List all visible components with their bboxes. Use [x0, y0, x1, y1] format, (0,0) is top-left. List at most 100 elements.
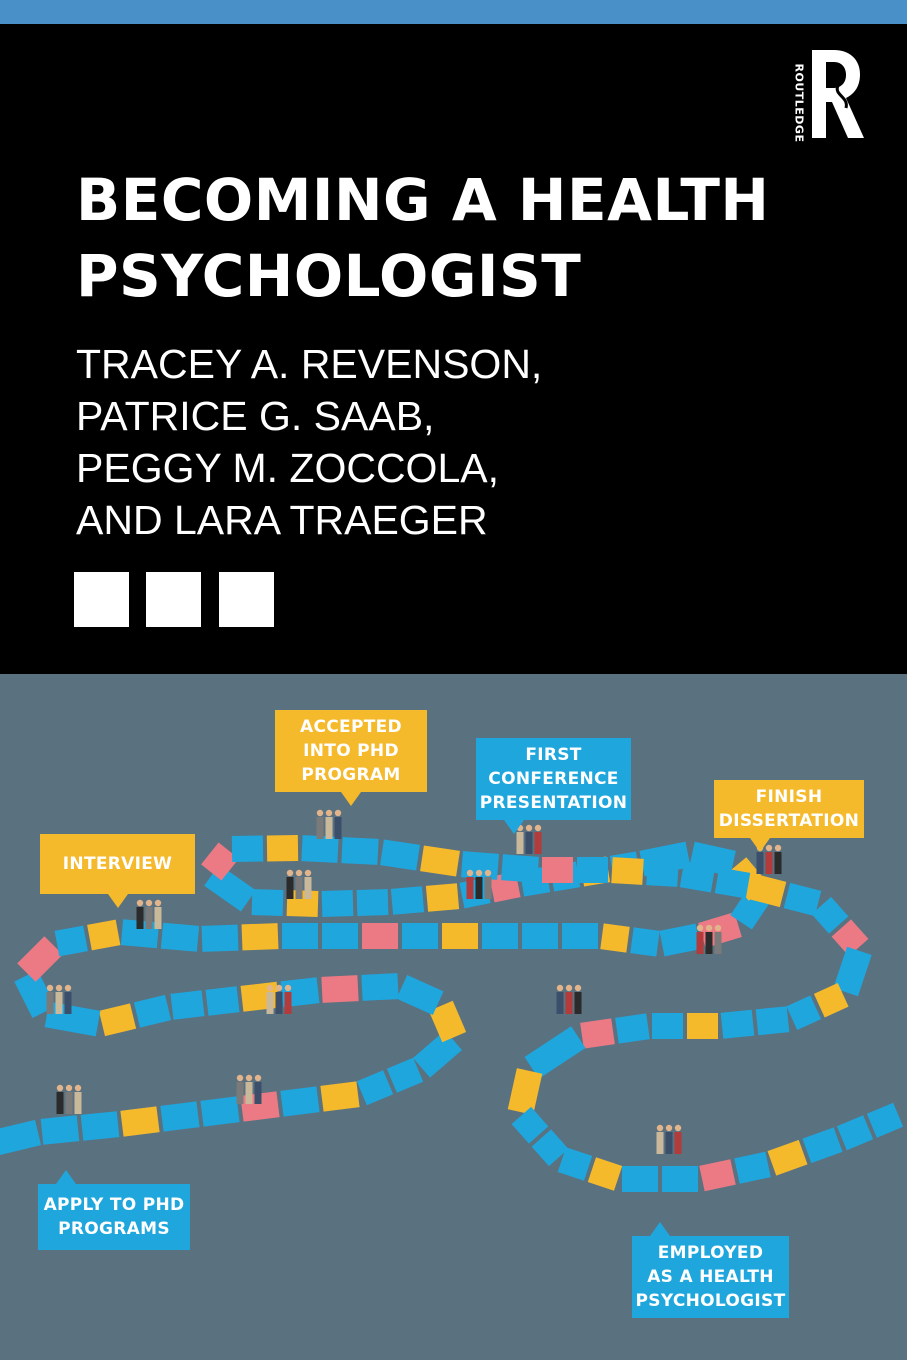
- path-tile: [557, 1147, 593, 1181]
- path-tile: [54, 925, 88, 957]
- path-tile: [133, 994, 172, 1028]
- person-figure: [65, 1084, 73, 1114]
- person-figure: [245, 1074, 253, 1104]
- person-figure: [656, 1124, 664, 1154]
- path-tile: [420, 845, 460, 877]
- callout-interview: INTERVIEW: [40, 834, 195, 908]
- path-tile: [120, 1106, 160, 1137]
- person-figure: [696, 924, 704, 954]
- person-figure: [266, 984, 274, 1014]
- path-tile: [501, 854, 539, 883]
- person-figure: [665, 1124, 673, 1154]
- path-tile: [321, 975, 359, 1003]
- person-figure: [145, 899, 153, 929]
- path-tile: [17, 936, 63, 982]
- top-stripe: [0, 0, 907, 24]
- path-tile: [720, 1009, 755, 1039]
- path-tile: [98, 1003, 137, 1037]
- winding-path: [0, 835, 904, 1192]
- path-tile: [160, 1101, 200, 1132]
- path-tile: [160, 922, 200, 952]
- person-figure: [295, 869, 303, 899]
- person-figure: [64, 984, 72, 1014]
- person-figure: [574, 984, 582, 1014]
- path-tile: [507, 1068, 543, 1115]
- path-tile: [714, 867, 751, 899]
- path-tile: [511, 1106, 549, 1144]
- path-tile: [813, 982, 849, 1018]
- path-tile: [396, 974, 444, 1016]
- path-tile: [200, 1096, 240, 1127]
- person-figure: [56, 1084, 64, 1114]
- path-tile: [301, 835, 339, 863]
- decorative-square: [146, 572, 201, 627]
- path-tile: [201, 924, 239, 952]
- title-panel: [0, 24, 907, 674]
- person-figure: [304, 869, 312, 899]
- path-tile: [201, 842, 239, 881]
- person-figure: [475, 869, 483, 899]
- person-figure: [325, 809, 333, 839]
- path-tile: [687, 1013, 718, 1039]
- path-tile: [836, 1115, 874, 1151]
- author-4: AND LARA TRAEGER: [76, 497, 488, 543]
- path-tile: [241, 923, 279, 951]
- path-tile: [522, 923, 558, 949]
- path-tile: [600, 923, 630, 953]
- person-figure: [674, 1124, 682, 1154]
- person-figure: [284, 984, 292, 1014]
- path-tile: [482, 923, 518, 949]
- path-tile: [783, 882, 822, 917]
- person-figure: [774, 844, 782, 874]
- person-figure: [565, 984, 573, 1014]
- path-tile: [562, 923, 598, 949]
- publisher-name: ROUTLEDGE: [792, 63, 806, 143]
- callout-finish-dissertation: FINISH DISSERTATION: [714, 780, 864, 852]
- path-tile: [266, 835, 299, 862]
- path-tile: [646, 859, 679, 887]
- person-figure: [525, 824, 533, 854]
- path-tile: [380, 839, 420, 871]
- person-figure: [154, 899, 162, 929]
- book-title: BECOMING A HEALTH PSYCHOLOGIST: [76, 162, 856, 314]
- path-tile: [251, 889, 284, 916]
- path-tile: [322, 923, 358, 949]
- path-tile: [587, 1157, 623, 1191]
- path-tile: [413, 1030, 462, 1078]
- path-tile: [767, 1139, 808, 1176]
- path-tile: [442, 923, 478, 949]
- callout-employed: EMPLOYED AS A HEALTH PSYCHOLOGIST: [632, 1222, 789, 1318]
- path-tile: [320, 1081, 360, 1112]
- decorative-square: [74, 572, 129, 627]
- routledge-r-profile-icon: [812, 50, 864, 138]
- path-tile: [679, 861, 716, 893]
- path-tile: [748, 873, 787, 908]
- path-tile: [524, 1026, 586, 1079]
- path-tile: [0, 1119, 42, 1157]
- path-tile: [611, 857, 644, 885]
- person-figure: [275, 984, 283, 1014]
- path-tile: [40, 1115, 80, 1145]
- path-tile: [662, 1166, 698, 1192]
- path-tile: [755, 1006, 790, 1036]
- path-tile: [205, 986, 240, 1016]
- person-figure: [74, 1084, 82, 1114]
- path-tile: [630, 927, 660, 957]
- path-tile: [341, 837, 379, 865]
- person-figure: [466, 869, 474, 899]
- book-title-line-1: BECOMING A HEALTH: [76, 166, 770, 234]
- author-1: TRACEY A. REVENSON,: [76, 341, 543, 387]
- path-tile: [361, 973, 399, 1001]
- path-tile: [622, 1166, 658, 1192]
- path-tile: [321, 890, 354, 917]
- decorative-square: [219, 572, 274, 627]
- path-tile: [87, 919, 121, 951]
- author-2: PATRICE G. SAAB,: [76, 393, 435, 439]
- person-figure: [705, 924, 713, 954]
- author-3: PEGGY M. ZOCCOLA,: [76, 445, 499, 491]
- path-tile: [280, 1086, 320, 1117]
- path-tile: [866, 1102, 904, 1138]
- path-tile: [231, 835, 264, 862]
- path-tile: [831, 919, 869, 957]
- path-tile: [531, 1129, 569, 1167]
